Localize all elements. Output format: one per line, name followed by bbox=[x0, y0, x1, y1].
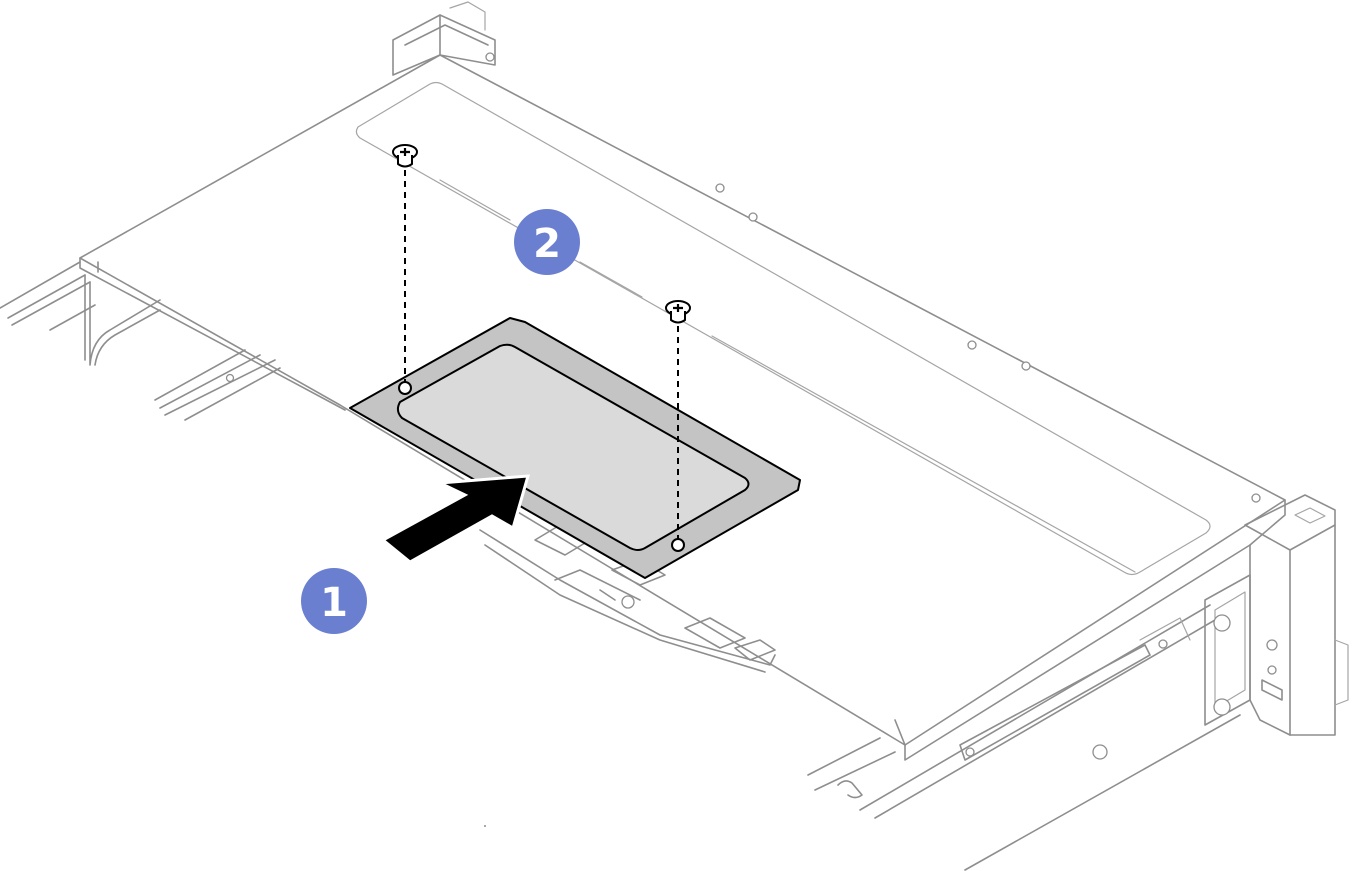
screw-icon bbox=[392, 144, 418, 168]
screw-left bbox=[392, 144, 418, 382]
speck bbox=[484, 825, 486, 827]
screw-right bbox=[665, 300, 691, 539]
plate-screw-hole-left bbox=[398, 381, 412, 395]
mounting-plate bbox=[349, 317, 801, 579]
screw-icon bbox=[665, 300, 691, 324]
callout-2-label: 2 bbox=[533, 221, 561, 267]
callout-2: 2 bbox=[514, 209, 580, 275]
plate-screw-hole-right bbox=[671, 538, 685, 552]
callout-1-label: 1 bbox=[320, 580, 348, 626]
insertion-arrow-icon bbox=[380, 474, 531, 564]
callout-1: 1 bbox=[301, 568, 367, 634]
